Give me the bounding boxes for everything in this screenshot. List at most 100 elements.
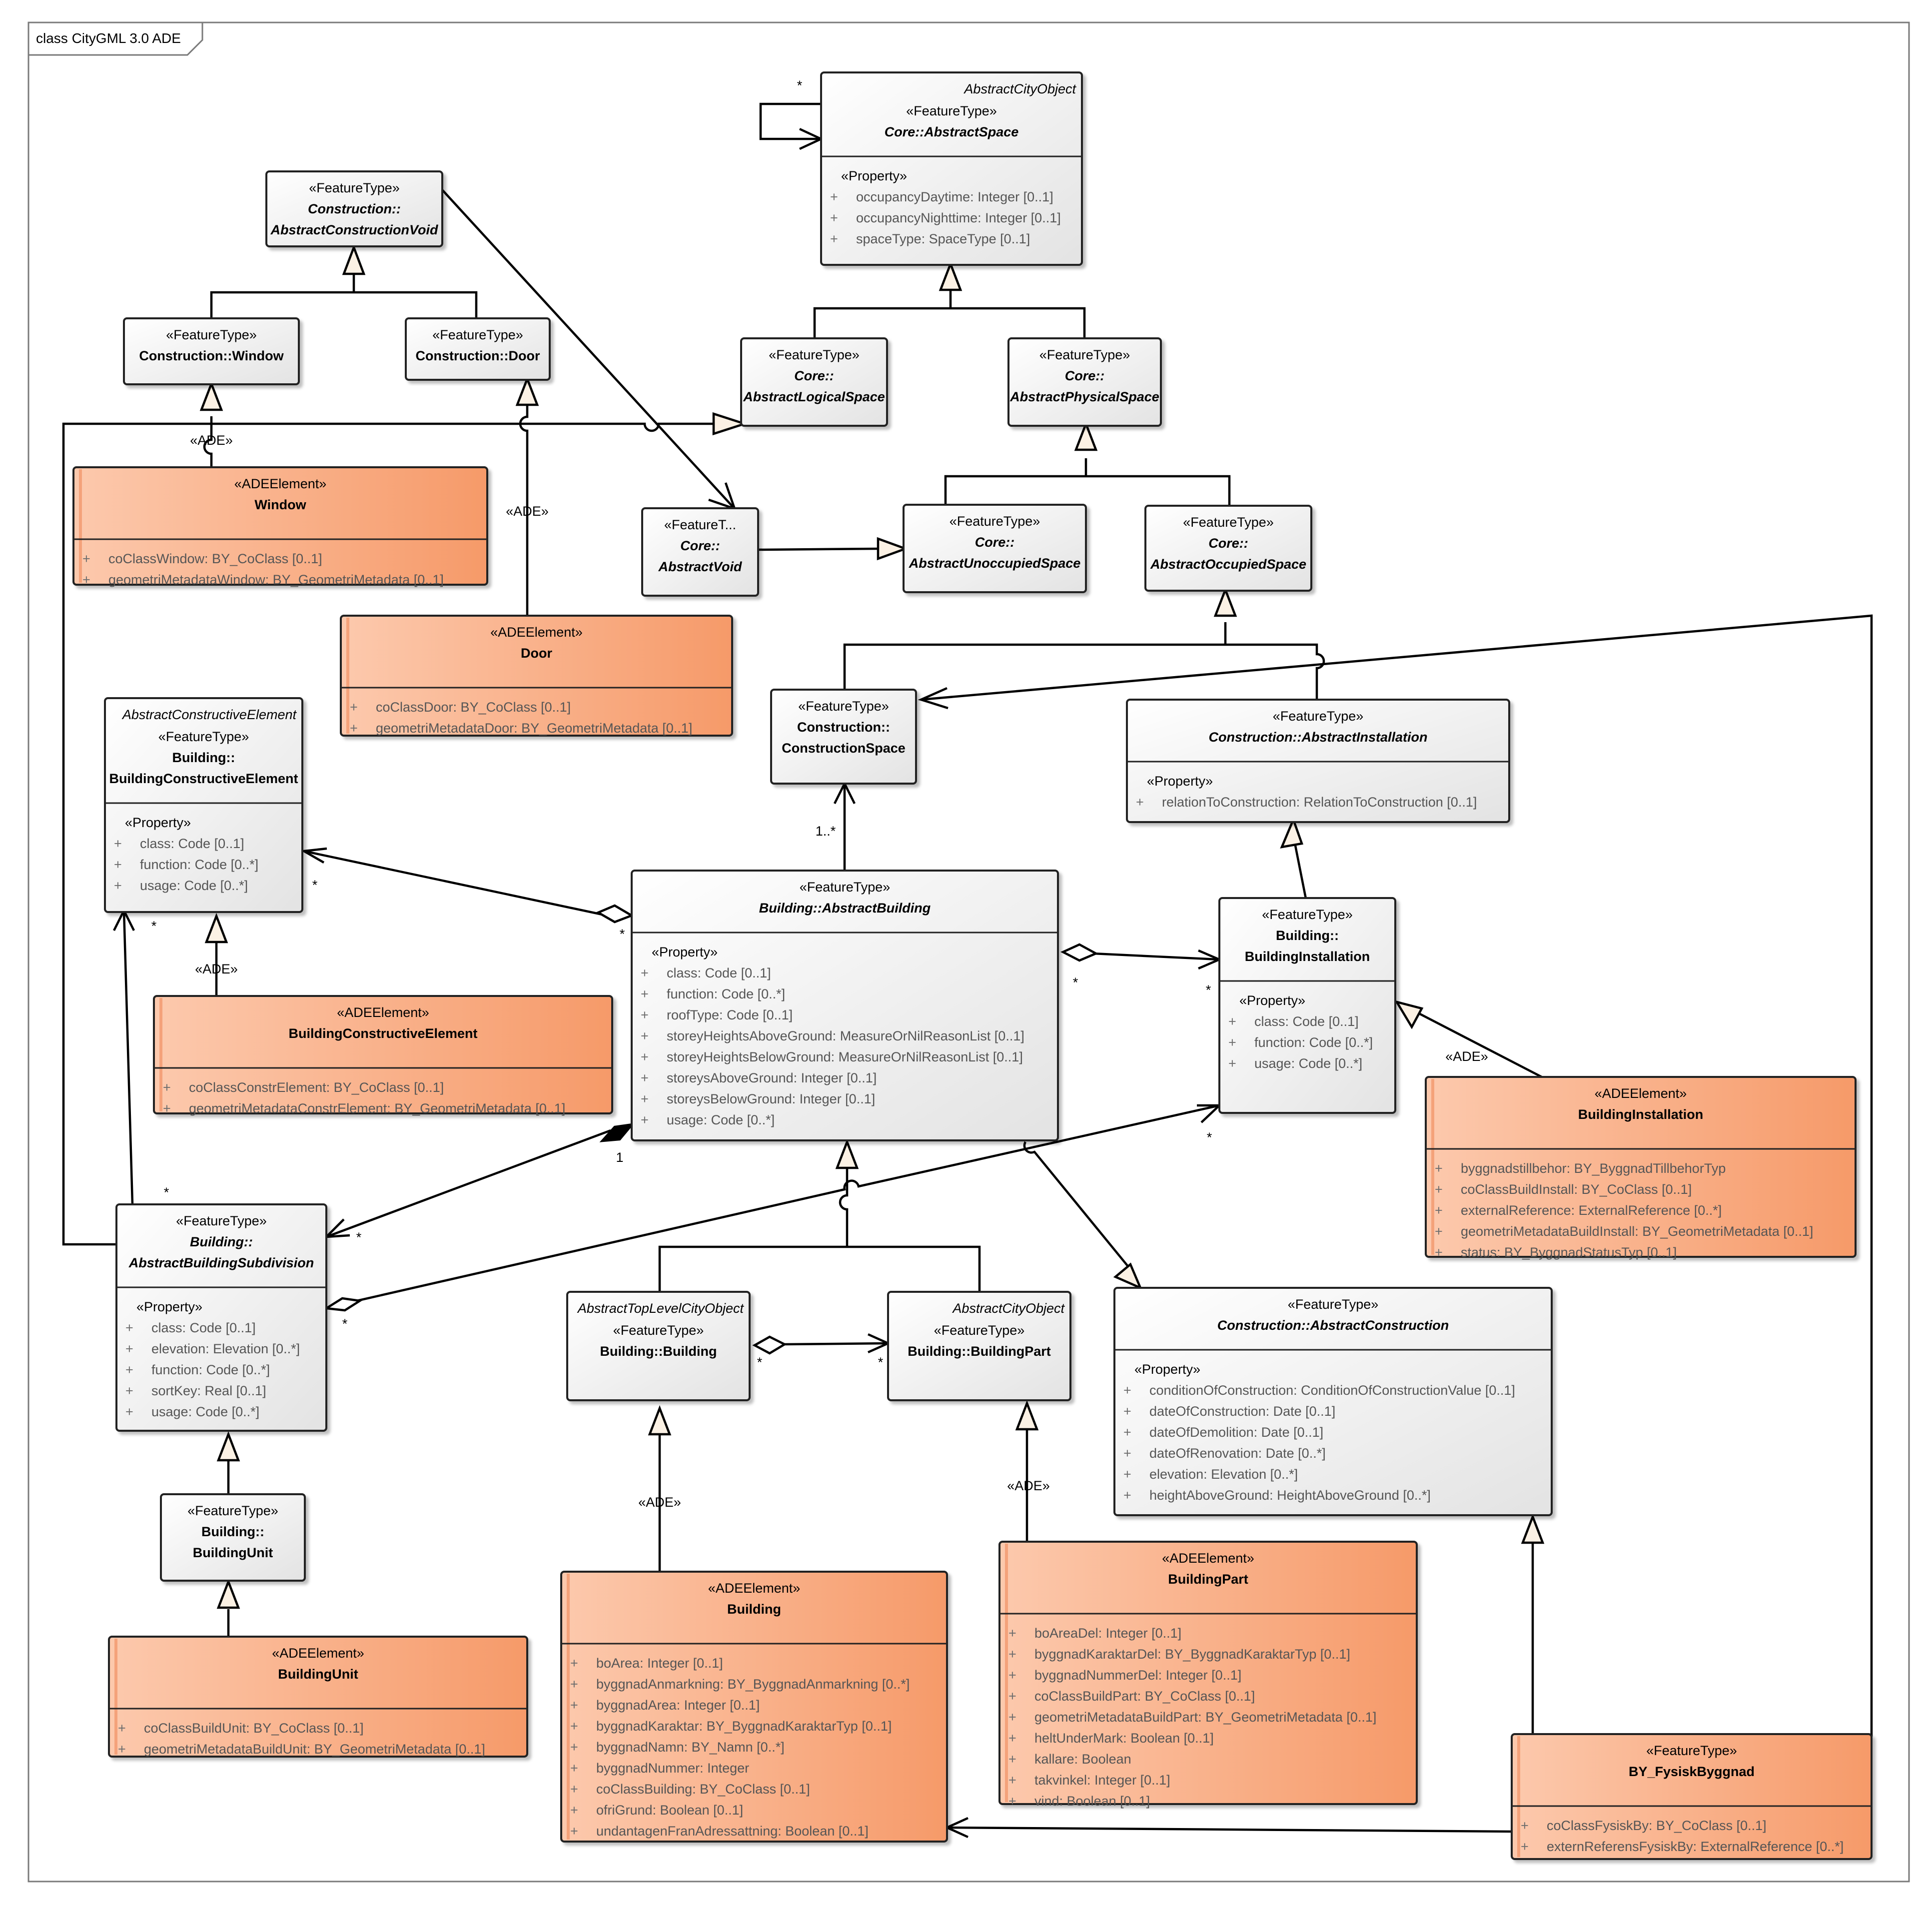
class-stereotype: «FeatureType»	[934, 1323, 1025, 1338]
class-box-constrSpace[interactable]: «FeatureType»Construction::ConstructionS…	[770, 689, 917, 785]
attribute-visibility: +	[125, 1383, 133, 1398]
class-attribute: externReferensFysiskBy: ExternalReferenc…	[1547, 1839, 1844, 1854]
triangle-buildingpart	[1015, 1400, 1039, 1431]
fysisk-to-ade-building	[947, 1826, 1512, 1833]
diamond-subdivision	[323, 1297, 363, 1312]
class-attribute: occupancyNighttime: Integer [0..1]	[856, 210, 1061, 225]
class-box-body	[1144, 505, 1312, 592]
aggregation-bce	[303, 850, 603, 916]
class-box-adeBuildingUnit[interactable]: «ADEElement»BuildingUnit+coClassBuildUni…	[108, 1636, 528, 1758]
class-box-constrVoid[interactable]: «FeatureType»Construction::AbstractConst…	[265, 170, 443, 247]
connector-label-bceStarB: *	[151, 919, 157, 934]
class-box-abstractSpace[interactable]: AbstractCityObject«FeatureType»Core::Abs…	[820, 71, 1083, 266]
fysisk-to-constrspace	[921, 614, 1873, 1737]
class-attribute: sortKey: Real [0..1]	[151, 1383, 266, 1398]
class-box-body	[115, 1203, 327, 1432]
class-stereotype: «ADEElement»	[337, 1005, 429, 1020]
class-box-body	[631, 870, 1059, 1141]
class-box-adeBuilding[interactable]: «ADEElement»Building+boArea: Integer [0.…	[560, 1571, 948, 1843]
class-box-building[interactable]: AbstractTopLevelCityObject«FeatureType»B…	[566, 1291, 751, 1401]
class-box-bce[interactable]: AbstractConstructiveElement«FeatureType»…	[104, 697, 303, 913]
class-attribute: roofType: Code [0..1]	[667, 1007, 793, 1022]
connector-heads	[199, 244, 1545, 1609]
class-box-subdivision[interactable]: «FeatureType»Building::AbstractBuildingS…	[115, 1203, 327, 1432]
class-box-body	[1425, 1076, 1857, 1258]
class-box-logicalSpace[interactable]: «FeatureType»Core::AbstractLogicalSpace	[740, 337, 888, 427]
class-attribute: elevation: Elevation [0..*]	[1149, 1467, 1298, 1482]
class-box-occupied[interactable]: «FeatureType»Core::AbstractOccupiedSpace	[1144, 505, 1312, 592]
section-stereotype: «Property»	[1239, 993, 1305, 1008]
class-box-unoccupied[interactable]: «FeatureType»Core::AbstractUnoccupiedSpa…	[903, 504, 1087, 593]
class-attribute: coClassConstrElement: BY_CoClass [0..1]	[189, 1080, 444, 1095]
class-name: Construction::	[308, 201, 401, 216]
class-box-window[interactable]: «FeatureType»Construction::Window	[123, 317, 300, 385]
class-attribute: relationToConstruction: RelationToConstr…	[1162, 795, 1477, 810]
class-box-buildingInstallation[interactable]: «FeatureType»Building::BuildingInstallat…	[1218, 897, 1396, 1114]
connector-label-adeDoorLbl: «ADE»	[506, 504, 549, 519]
attribute-visibility: +	[1008, 1647, 1016, 1662]
attribute-visibility: +	[641, 1070, 649, 1085]
triangle-subdivision	[216, 1431, 240, 1462]
class-name: BY_FysiskByggnad	[1629, 1764, 1755, 1779]
class-name: BuildingConstructiveElement	[288, 1026, 477, 1041]
class-attribute: takvinkel: Integer [0..1]	[1034, 1773, 1170, 1788]
class-box-abstractVoid[interactable]: «FeatureT...Core::AbstractVoid	[641, 507, 759, 597]
fysisk-to-constrspace-arrow	[918, 687, 949, 710]
class-box-adeDoor[interactable]: «ADEElement»Door+coClassDoor: BY_CoClass…	[340, 615, 733, 737]
connector-label-subStarB: *	[342, 1316, 348, 1331]
class-box-body	[566, 1291, 751, 1401]
connector-label-adePartLbl: «ADE»	[1007, 1478, 1050, 1493]
diamond-bce	[595, 904, 635, 924]
attribute-visibility: +	[641, 986, 649, 1001]
connector-label-abOne: 1	[616, 1150, 623, 1165]
generalization-unoccupied-occupied	[944, 458, 1231, 506]
class-stereotype: «FeatureType»	[1273, 709, 1364, 724]
class-box-adeBuildingPart[interactable]: «ADEElement»BuildingPart+boAreaDel: Inte…	[998, 1541, 1418, 1809]
attribute-visibility: +	[1435, 1203, 1443, 1218]
attribute-visibility: +	[114, 878, 122, 893]
class-attribute: conditionOfConstruction: ConditionOfCons…	[1149, 1383, 1515, 1398]
class-name: BuildingUnit	[193, 1545, 273, 1560]
class-name: AbstractUnoccupiedSpace	[909, 556, 1081, 571]
class-name: AbstractVoid	[658, 559, 742, 574]
class-box-door[interactable]: «FeatureType»Construction::Door	[405, 317, 551, 381]
attribute-visibility: +	[641, 1049, 649, 1064]
attribute-visibility: +	[125, 1404, 133, 1419]
class-box-abstractInstallation[interactable]: «FeatureType»Construction::AbstractInsta…	[1126, 699, 1510, 823]
ade-installation-link	[1396, 1001, 1543, 1078]
class-box-adeInstallation[interactable]: «ADEElement»BuildingInstallation+byggnad…	[1425, 1076, 1857, 1260]
section-stereotype: «Property»	[652, 945, 718, 959]
class-box-adeBce[interactable]: «ADEElement» BuildingConstructiveElement +…	[153, 995, 613, 1116]
attribute-visibility: +	[830, 189, 838, 204]
class-name: Construction::AbstractConstruction	[1217, 1318, 1449, 1333]
class-attribute: coClassBuildUnit: BY_CoClass [0..1]	[144, 1721, 364, 1736]
class-box-fysiskByggnad[interactable]: «FeatureType»BY_FysiskByggnad+coClassFys…	[1511, 1733, 1873, 1860]
class-attribute: byggnadNummer: Integer	[596, 1761, 749, 1776]
class-box-buildingPart[interactable]: AbstractCityObject«FeatureType»Building:…	[887, 1291, 1071, 1401]
attribute-visibility: +	[1435, 1161, 1443, 1176]
connector-label-instStarA: *	[1206, 982, 1211, 997]
class-name: Window	[254, 497, 306, 512]
attribute-visibility: +	[570, 1656, 578, 1671]
class-attribute: externalReference: ExternalReference [0.…	[1461, 1203, 1722, 1218]
class-box-abstractConstruction[interactable]: «FeatureType»Construction::AbstractConst…	[1113, 1287, 1553, 1516]
attribute-visibility: +	[1123, 1425, 1131, 1440]
class-box-abstractBuilding[interactable]: «FeatureType»Building::AbstractBuilding«…	[631, 870, 1059, 1141]
class-stereotype: «FeatureType»	[158, 729, 249, 744]
class-box-buildingUnit[interactable]: «FeatureType»Building::BuildingUnit	[160, 1493, 306, 1582]
attribute-visibility: +	[163, 1101, 171, 1116]
class-name: Building::	[172, 750, 235, 765]
attribute-visibility: +	[114, 836, 122, 851]
class-name: Building	[727, 1602, 781, 1617]
class-box-adeWindow[interactable]: «ADEElement»Window+coClassWindow: BY_CoC…	[72, 466, 488, 587]
class-attribute: function: Code [0..*]	[140, 857, 258, 872]
class-box-physicalSpace[interactable]: «FeatureType»Core::AbstractPhysicalSpace	[1007, 337, 1162, 427]
class-stereotype: «FeatureType»	[800, 880, 891, 895]
triangle-abstractbuilding	[835, 1138, 859, 1169]
class-attribute: coClassBuildPart: BY_CoClass [0..1]	[1034, 1689, 1255, 1704]
generalization-constr-install	[843, 622, 1325, 700]
class-attribute: occupancyDaytime: Integer [0..1]	[856, 189, 1053, 204]
attribute-visibility: +	[830, 210, 838, 225]
attribute-visibility: +	[1435, 1245, 1443, 1260]
class-box-body	[641, 507, 759, 597]
